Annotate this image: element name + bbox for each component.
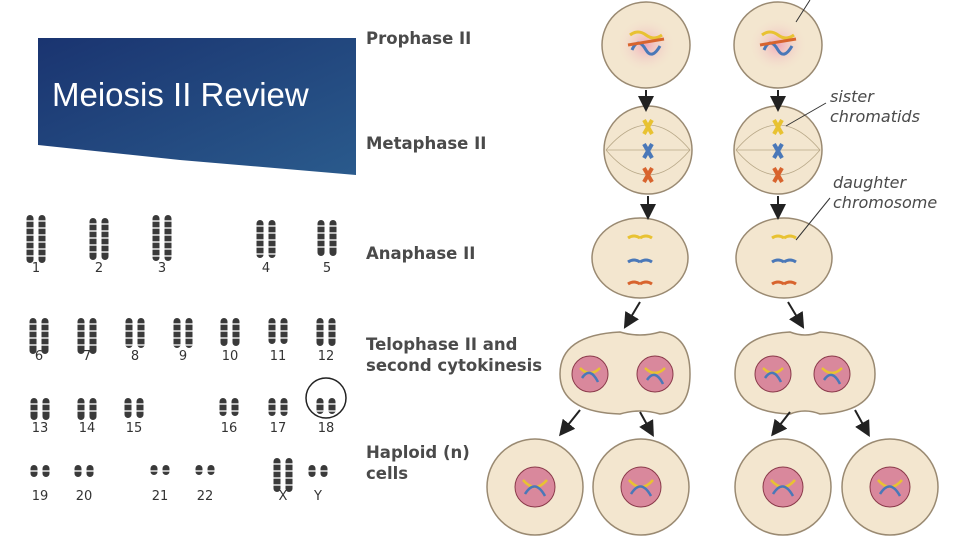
annotation-daughter: daughter xyxy=(833,173,908,192)
telophase-cell-left xyxy=(560,332,690,414)
annotation-sister: sister xyxy=(830,87,875,106)
haploid-cell-1 xyxy=(487,439,583,535)
haploid-cell-4 xyxy=(842,439,938,535)
annotation-chromatids: chromatids xyxy=(830,107,920,126)
haploid-cell-2 xyxy=(593,439,689,535)
annotation-chromosome: chromosome xyxy=(833,193,937,212)
metaphase-cell-right xyxy=(734,103,826,194)
prophase-cell-left xyxy=(602,2,690,88)
metaphase-cell-left xyxy=(604,106,692,194)
prophase-cell-right xyxy=(734,0,822,88)
anaphase-cell-left xyxy=(592,218,688,298)
telophase-cell-right xyxy=(735,332,875,414)
anaphase-cell-right xyxy=(736,198,832,298)
haploid-cell-3 xyxy=(735,439,831,535)
